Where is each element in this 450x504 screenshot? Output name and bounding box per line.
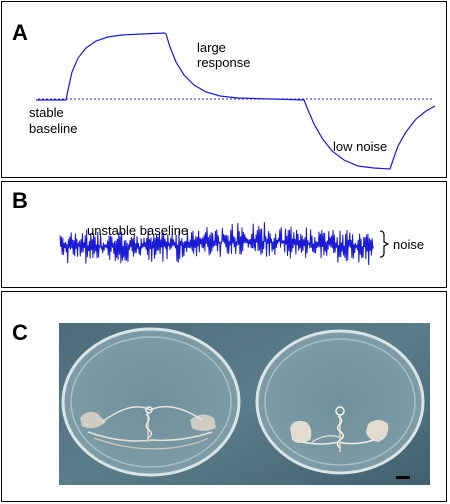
panel-letter-a: A [12, 20, 28, 45]
label-unstable-baseline: unstable baseline [87, 223, 189, 238]
label-large: large [197, 40, 226, 55]
panel-b: B unstable baseline noise [1, 181, 447, 288]
label-stable: stable [29, 105, 64, 120]
panel-c: C [1, 291, 447, 502]
panel-a-trace-plot [36, 32, 436, 170]
right-petri-dish [255, 329, 425, 475]
label-response: response [197, 55, 251, 70]
panel-letter-b: B [12, 188, 28, 213]
label-baseline: baseline [29, 121, 78, 136]
petri-dish-photo [59, 323, 430, 485]
label-noise: noise [393, 237, 425, 252]
noisy-trace [59, 222, 375, 266]
response-trace [36, 32, 436, 170]
label-low-noise: low noise [333, 139, 388, 154]
panel-a: A large response stable baseline low noi… [1, 1, 447, 178]
panel-letter-c: C [12, 320, 28, 345]
noise-bracket [379, 230, 390, 258]
left-petri-dish [61, 327, 241, 477]
scale-bar [396, 476, 410, 479]
panel-b-trace-plot [59, 222, 390, 266]
